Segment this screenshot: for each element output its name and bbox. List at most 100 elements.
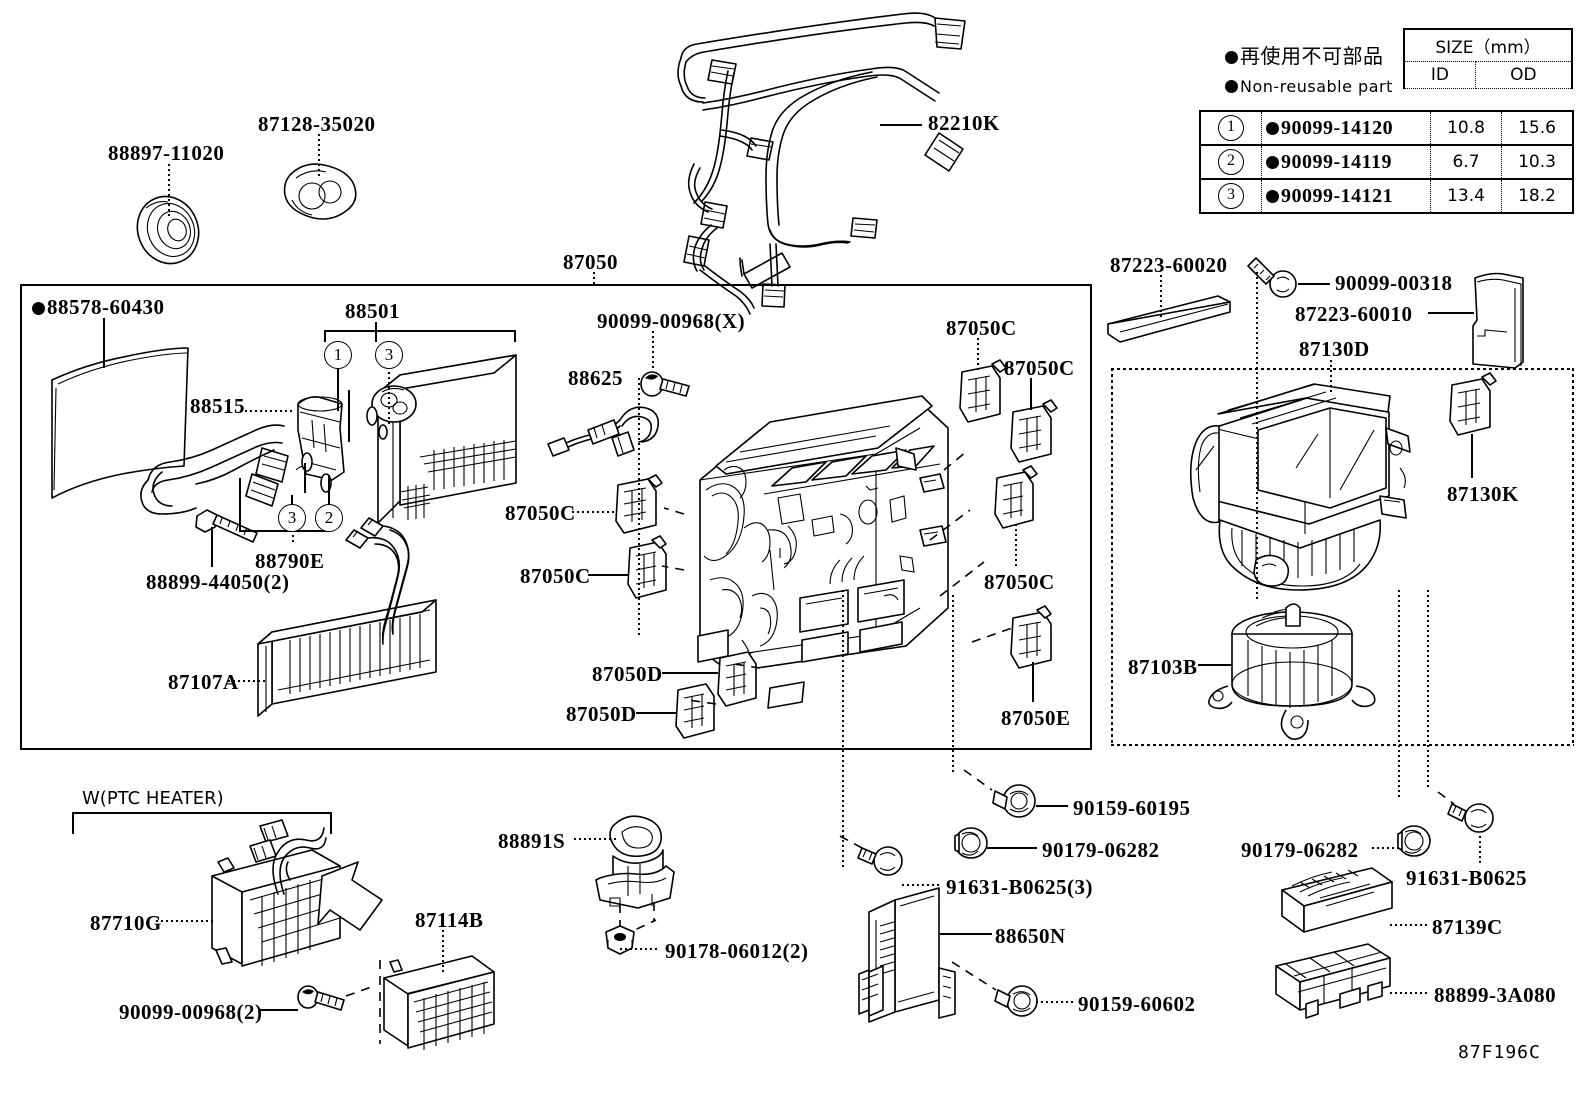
leader-90179-06282L	[987, 847, 1037, 849]
part-label-88578-60430: 88578-60430	[32, 297, 165, 318]
assembly-arrow	[318, 862, 382, 930]
nonreusable-bullet-row3-icon	[1266, 189, 1279, 203]
part-label-text: 90099-00968(X)	[597, 309, 746, 333]
part-label-text: 88650N	[995, 924, 1066, 948]
leader-87223-60010	[1428, 312, 1474, 314]
leader-87050D1	[662, 672, 718, 674]
part-label-text: 90179-06282	[1241, 838, 1359, 862]
part-label-87223-60010: 87223-60010	[1295, 304, 1413, 325]
leader-87050C1	[572, 511, 616, 513]
part-art-88650N-amplifier	[859, 888, 955, 1022]
part-label-87050c: 87050C	[1004, 358, 1075, 379]
part-label-text: 88578-60430	[47, 295, 165, 319]
part-label-text: 90159-60195	[1073, 796, 1191, 820]
part-label-text: 91631-B0625	[1406, 866, 1527, 890]
part-label-text: 87223-60020	[1110, 253, 1228, 277]
part-label-87103b: 87103B	[1128, 657, 1198, 678]
ref-od-2: 10.3	[1501, 144, 1574, 180]
ptc-bracket-right	[330, 812, 332, 834]
group-label-ptc-heater: W(PTC HEATER)	[82, 788, 224, 809]
part-label-text: 87050C	[984, 570, 1055, 594]
part-art-88891S-plug	[596, 816, 674, 938]
part-label-text: 87050	[563, 250, 618, 274]
part-label-87128-35020: 87128-35020	[258, 114, 376, 135]
part-label-text: 87050D	[566, 702, 637, 726]
part-label-text: 87103B	[1128, 655, 1198, 679]
legend-nonreusable-en: Non-reusable part	[1225, 79, 1393, 95]
leader-88899-44050	[211, 527, 213, 567]
part-label-text: 90178-06012(2)	[665, 939, 809, 963]
legend-nonreusable-jp: 再使用不可部品	[1225, 46, 1384, 66]
part-art-91631-B0625-3-screw	[840, 836, 902, 875]
part-art-87223-60020	[1108, 296, 1230, 342]
part-label-90179-06282: 90179-06282	[1042, 840, 1160, 861]
ref-marker-2-3: 2	[315, 504, 343, 532]
part-art-88578-60430	[52, 348, 188, 498]
part-label-90159-60195: 90159-60195	[1073, 798, 1191, 819]
part-label-text: 88790E	[255, 549, 325, 573]
part-label-88899-44050-2-: 88899-44050(2)	[146, 572, 289, 593]
part-label-82210k: 82210K	[928, 113, 1000, 134]
leader-88625-v	[348, 390, 350, 442]
guide-line-left	[842, 590, 844, 870]
ref-marker-1-0: 1	[324, 341, 352, 369]
part-label-text: 88501	[345, 299, 400, 323]
ref-circle-2: 2	[1218, 149, 1244, 175]
part-label-text: 87130D	[1299, 337, 1370, 361]
leader-87050C3	[977, 338, 979, 370]
leader-90159-60195	[1036, 805, 1068, 807]
leader-87050C2	[588, 574, 628, 576]
legend-jp-text: 再使用不可部品	[1240, 44, 1384, 68]
leader-88578	[103, 318, 105, 368]
part-label-91631-b0625-3-: 91631-B0625(3)	[946, 877, 1093, 898]
size-col-od: OD	[1474, 61, 1573, 89]
ref-part-2: 90099-14119	[1281, 150, 1393, 173]
part-art-87223-60010-cover	[1473, 274, 1523, 369]
part-label-90159-60602: 90159-60602	[1078, 994, 1196, 1015]
part-label-88790e: 88790E	[255, 551, 325, 572]
part-label-87050d: 87050D	[592, 664, 663, 685]
part-label-text: 88891S	[498, 829, 566, 853]
part-label-text: 90099-00968(2)	[119, 1000, 263, 1024]
ref-row-1: 1 90099-14120 10.8 15.6	[1199, 110, 1574, 146]
nonreusable-bullet-row1-icon	[1266, 121, 1279, 135]
part-label-text: 90159-60602	[1078, 992, 1196, 1016]
part-label-87107a: 87107A	[168, 672, 239, 693]
part-label-text: 87050C	[505, 501, 576, 525]
part-label-text: 87050E	[1001, 706, 1071, 730]
part-art-88897-11020	[127, 187, 208, 273]
leader-88891S	[574, 838, 616, 840]
part-art-90099-00318-screw	[1248, 258, 1296, 297]
part-label-88897-11020: 88897-11020	[108, 143, 224, 164]
leader-88897	[168, 164, 170, 216]
ref3b-lead	[304, 463, 306, 493]
part-label-87130k: 87130K	[1447, 484, 1519, 505]
bracket-88790E-base	[239, 530, 329, 532]
nonreusable-bullet-icon	[32, 302, 45, 315]
ref-row-3: 3 90099-14121 13.4 18.2	[1199, 178, 1574, 214]
ptc-bracket-left	[72, 812, 74, 834]
part-label-87050c: 87050C	[946, 318, 1017, 339]
ref-id-2: 6.7	[1430, 144, 1502, 180]
part-label-text: 88515	[190, 394, 245, 418]
ref-part-3: 90099-14121	[1281, 184, 1394, 207]
part-label-text: 88899-44050(2)	[146, 570, 290, 594]
nonreusable-bullet-icon	[1225, 51, 1238, 64]
part-label-88515: 88515	[190, 396, 245, 417]
part-label-88899-3a080: 88899-3A080	[1434, 985, 1556, 1006]
guide-line-mid	[952, 595, 954, 775]
leader-88650N	[940, 933, 992, 935]
part-art-88501-evaporator	[367, 355, 516, 523]
part-label-90099-00968-x-: 90099-00968(X)	[597, 311, 745, 332]
leader-87223-60020	[1160, 275, 1162, 317]
ref-circle-3: 3	[1218, 183, 1244, 209]
part-label-88650n: 88650N	[995, 926, 1066, 947]
leader-87050D2	[636, 712, 676, 714]
leader-90099-00968-2	[258, 1009, 298, 1011]
part-label-text: 91631-B0625(3)	[946, 875, 1093, 899]
part-art-servo-motors	[616, 360, 1057, 738]
part-label-text: 87050C	[946, 316, 1017, 340]
group-box-87130D	[1111, 368, 1574, 746]
leader-90179-06282R	[1372, 847, 1398, 849]
